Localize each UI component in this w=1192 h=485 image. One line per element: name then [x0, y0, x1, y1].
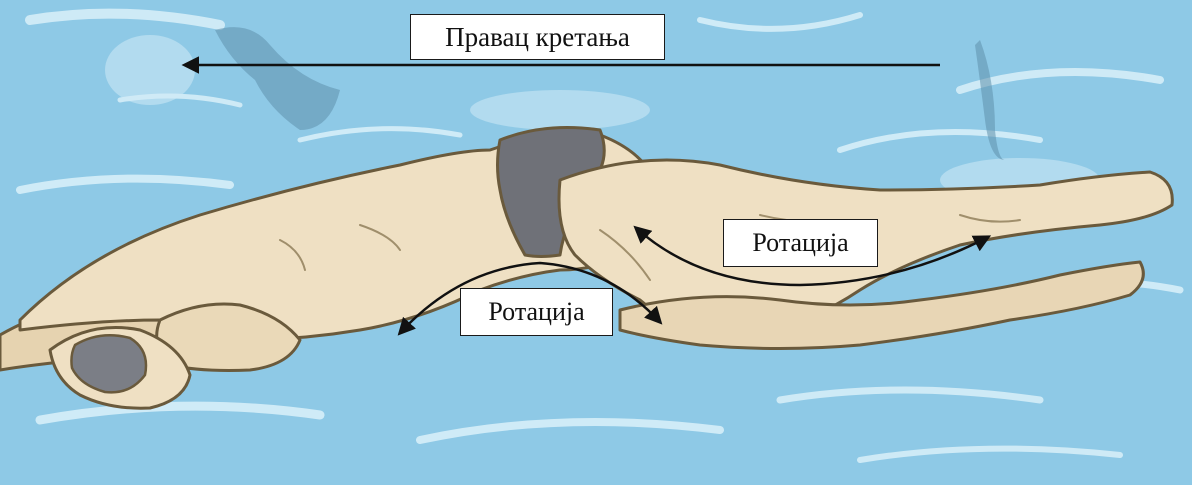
rotation-label-upper: Ротација	[723, 219, 878, 267]
rotation-label-lower: Ротација	[460, 288, 613, 336]
direction-of-motion-label: Правац кретања	[410, 14, 665, 60]
